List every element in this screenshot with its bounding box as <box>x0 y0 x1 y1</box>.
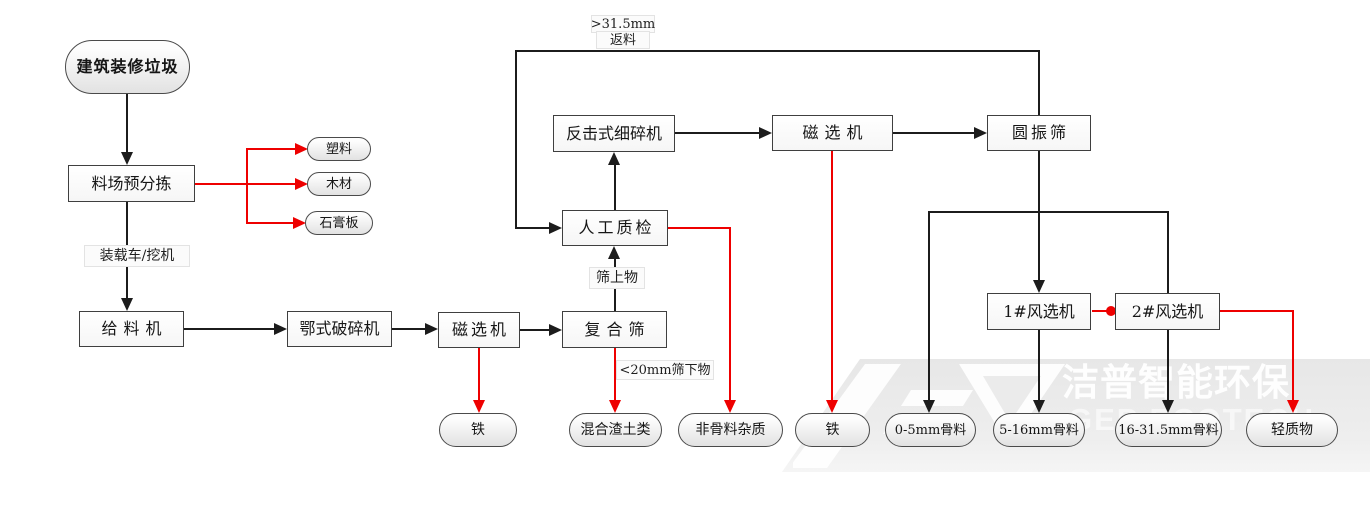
node-air-separator1: 1#风选机 <box>987 293 1091 330</box>
arrow-into-aggregate-0-5 <box>923 400 935 413</box>
arrow-into-impact-crusher <box>608 152 620 165</box>
node-gypsum: 石膏板 <box>305 211 373 235</box>
node-mixed-soil: 混合渣土类 <box>569 413 662 447</box>
connector-qc-impact <box>614 164 616 210</box>
node-light-material: 轻质物 <box>1246 413 1338 447</box>
connector-impact-magnet2 <box>675 132 761 134</box>
red-presort-riser <box>246 148 248 224</box>
arrow-into-magnet1 <box>425 323 438 335</box>
arrow-into-composite-screen <box>549 324 562 336</box>
label-loader: 装载车/挖机 <box>84 245 190 267</box>
node-non-aggregate: 非骨料杂质 <box>678 413 783 447</box>
red-qc-out <box>668 227 730 229</box>
arrow-return-into-qc <box>549 222 562 234</box>
node-wood: 木材 <box>307 172 371 196</box>
label-screen-overflow: 筛上物 <box>589 267 645 289</box>
return-loop-riser <box>1038 50 1040 115</box>
arrow-into-circular-screen <box>974 127 987 139</box>
watermark-brand-cn: 洁普智能环保 <box>1062 360 1290 404</box>
red-to-gypsum <box>247 222 294 224</box>
node-presort: 料场预分拣 <box>68 165 195 202</box>
red-air1-air2 <box>1092 310 1108 312</box>
red-qc-drop <box>729 227 731 401</box>
arrow-into-air1 <box>1033 280 1045 293</box>
red-air2-drop <box>1292 310 1294 401</box>
connector-source-presort <box>126 94 128 154</box>
arrow-into-qc-bottom <box>608 246 620 259</box>
label-oversize-return-2: 返料 <box>596 31 650 49</box>
arrow-into-wood <box>295 178 308 190</box>
label-screen-underflow: <20mm筛下物 <box>616 360 714 380</box>
node-aggregate-16-31-5: 16-31.5mm骨料 <box>1115 413 1222 447</box>
arrow-into-iron1 <box>473 400 485 413</box>
connector-air2-aggregate <box>1167 330 1169 401</box>
red-composite-mixed <box>614 348 616 401</box>
red-magnet2-iron <box>831 151 833 401</box>
node-air-separator2: 2#风选机 <box>1115 293 1220 330</box>
node-composite-screen: 复合筛 <box>562 311 667 348</box>
red-to-wood <box>247 183 296 185</box>
node-magnet1: 磁选机 <box>438 312 520 348</box>
arrow-into-feeder <box>121 298 133 311</box>
connector-magnet2-circular <box>893 132 976 134</box>
arrow-into-non-aggregate <box>724 400 736 413</box>
arrow-into-magnet2 <box>759 127 772 139</box>
node-jaw-crusher: 鄂式破碎机 <box>287 311 392 347</box>
node-aggregate-0-5: 0-5mm骨料 <box>885 413 976 447</box>
node-impact-crusher: 反击式细碎机 <box>553 115 675 152</box>
node-feeder: 给料机 <box>79 311 184 347</box>
red-magnet1-iron <box>478 348 480 401</box>
connector-air1-aggregate <box>1038 330 1040 401</box>
junction-dot <box>1106 306 1116 316</box>
node-iron2: 铁 <box>795 413 870 447</box>
arrow-into-presort <box>121 152 133 165</box>
connector-feeder-jaw <box>184 328 276 330</box>
connector-jaw-magnet1 <box>392 328 427 330</box>
arrow-into-light-material <box>1287 400 1299 413</box>
arrow-into-mixed-soil <box>609 400 621 413</box>
branch-left-drop <box>928 211 930 401</box>
arrow-into-aggregate-5-16 <box>1033 400 1045 413</box>
node-iron1: 铁 <box>439 413 517 447</box>
red-air2-out <box>1220 310 1293 312</box>
node-magnet2: 磁选机 <box>772 115 893 151</box>
node-plastic: 塑料 <box>307 137 371 161</box>
arrow-into-plastic <box>295 143 308 155</box>
red-to-plastic <box>247 148 296 150</box>
branch-right-drop <box>1167 211 1169 293</box>
return-loop-left <box>515 50 517 228</box>
arrow-into-gypsum <box>293 217 306 229</box>
return-loop-top <box>515 50 1040 52</box>
red-presort-out <box>195 183 247 185</box>
connector-circular-air1 <box>1038 151 1040 282</box>
node-aggregate-5-16: 5-16mm骨料 <box>993 413 1085 447</box>
arrow-into-iron2 <box>826 400 838 413</box>
branch-line <box>928 211 1169 213</box>
connector-magnet1-composite <box>520 329 551 331</box>
node-circular-screen: 圆振筛 <box>987 115 1091 151</box>
return-loop-into-qc <box>515 227 551 229</box>
arrow-into-aggregate-16-31 <box>1162 400 1174 413</box>
arrow-into-jaw-crusher <box>274 323 287 335</box>
node-source: 建筑装修垃圾 <box>65 40 190 94</box>
node-manual-qc: 人工质检 <box>562 210 668 246</box>
